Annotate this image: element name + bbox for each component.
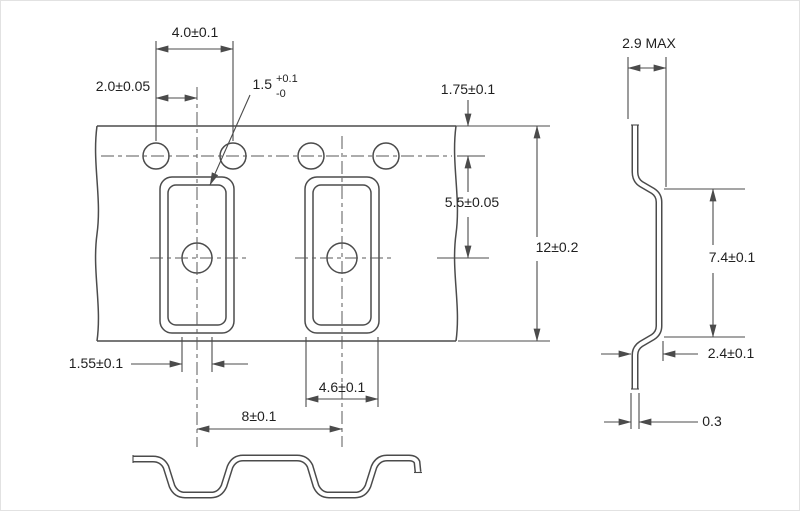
dim-tape-width: 12±0.2: [458, 125, 579, 342]
dim-sprocket-hole-dia-value: 1.5: [253, 76, 273, 92]
dim-step-offset: 2.4±0.1: [601, 341, 755, 361]
dim-tape-width-label: 12±0.2: [536, 239, 579, 255]
pocket-2-inner: [312, 184, 372, 326]
dim-edge-to-hole-center: 1.75±0.1: [441, 81, 550, 157]
leader-line: [209, 94, 251, 186]
dim-edge-to-hole-center-label: 1.75±0.1: [441, 81, 496, 97]
dim-hole-to-pocket-center-label: 5.5±0.05: [445, 194, 500, 210]
pocket-2-outer: [304, 176, 380, 334]
top-view-dimensions: 4.0±0.1 2.0±0.05 1.5 +0.1 -0 1.75±0.1 5.…: [69, 24, 579, 433]
dim-hole-to-pocket-label: 2.0±0.05: [96, 78, 151, 94]
side-strip-outer: [631, 125, 663, 389]
dim-pocket-width-label: 4.6±0.1: [319, 379, 366, 395]
dim-pocket-section-height: 7.4±0.1: [664, 188, 756, 338]
dim-overall-depth: 2.9 MAX: [622, 35, 677, 187]
side-strip-inner: [633, 125, 661, 389]
dim-pocket-width: 4.6±0.1: [305, 337, 379, 407]
dim-hole-pitch: 4.0±0.1: [155, 24, 234, 141]
dim-material-thickness: 0.3: [604, 393, 722, 429]
dim-hole-pitch-label: 4.0±0.1: [172, 24, 219, 40]
dim-hole-to-pocket: 2.0±0.05: [96, 78, 198, 102]
dim-sprocket-hole-dia-tol-plus: +0.1: [276, 73, 298, 85]
side-view-dimensions: 2.9 MAX 7.4±0.1 2.4±0.1 0.3: [601, 35, 756, 429]
dim-material-thickness-label: 0.3: [702, 413, 722, 429]
dim-sprocket-hole-dia: 1.5 +0.1 -0: [209, 73, 298, 186]
top-view-tape: [94, 87, 459, 447]
sprocket-hole-3: [297, 142, 325, 170]
dim-pocket-hole-dia-label: 1.55±0.1: [69, 355, 124, 371]
tape-left-break-line: [94, 125, 100, 342]
dim-pocket-pitch-label: 8±0.1: [242, 408, 277, 424]
sprocket-hole-4: [372, 142, 400, 170]
profile-strip-inner: [133, 456, 420, 497]
dim-step-offset-label: 2.4±0.1: [708, 345, 755, 361]
section-view-profile: [132, 454, 422, 499]
dim-hole-to-pocket-center: 5.5±0.05: [437, 155, 500, 259]
dim-pocket-section-height-label: 7.4±0.1: [709, 249, 756, 265]
dim-pocket-pitch: 8±0.1: [196, 408, 343, 433]
tape-right-break-line: [453, 125, 459, 342]
dim-pocket-hole-dia: 1.55±0.1: [69, 337, 248, 372]
side-view-profile: [631, 124, 663, 390]
dim-overall-depth-label: 2.9 MAX: [622, 35, 676, 51]
dim-sprocket-hole-dia-tol-minus: -0: [276, 88, 286, 100]
